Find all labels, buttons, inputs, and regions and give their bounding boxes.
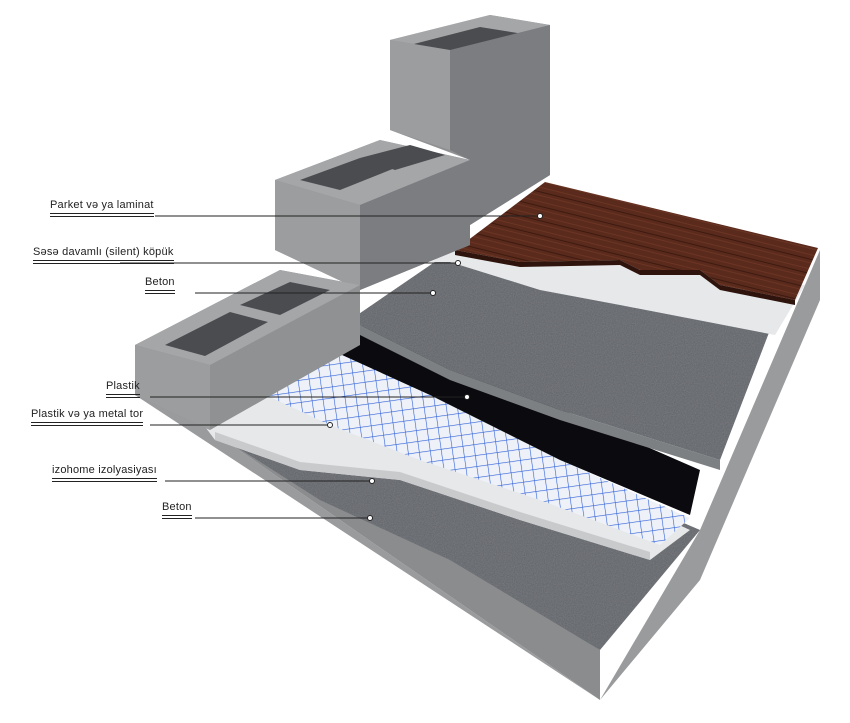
mesh-layer xyxy=(255,340,690,545)
label-beton-bottom: Beton xyxy=(162,501,192,519)
label-tor: Plastik və ya metal tor xyxy=(31,408,144,426)
top-concrete-screed xyxy=(350,255,770,470)
plastic-film-layer xyxy=(320,325,700,515)
label-sese: Səsə davamlı (silent) köpük xyxy=(33,246,174,264)
label-parket: Parket və ya laminat xyxy=(50,199,154,217)
silent-foam-layer xyxy=(430,250,805,335)
leader-lines xyxy=(120,213,543,521)
label-izohome: izohome izolyasiyası xyxy=(52,464,157,482)
label-plastik: Plastik xyxy=(106,380,140,398)
label-beton-top: Beton xyxy=(145,276,175,294)
parquet-layer xyxy=(455,182,818,305)
